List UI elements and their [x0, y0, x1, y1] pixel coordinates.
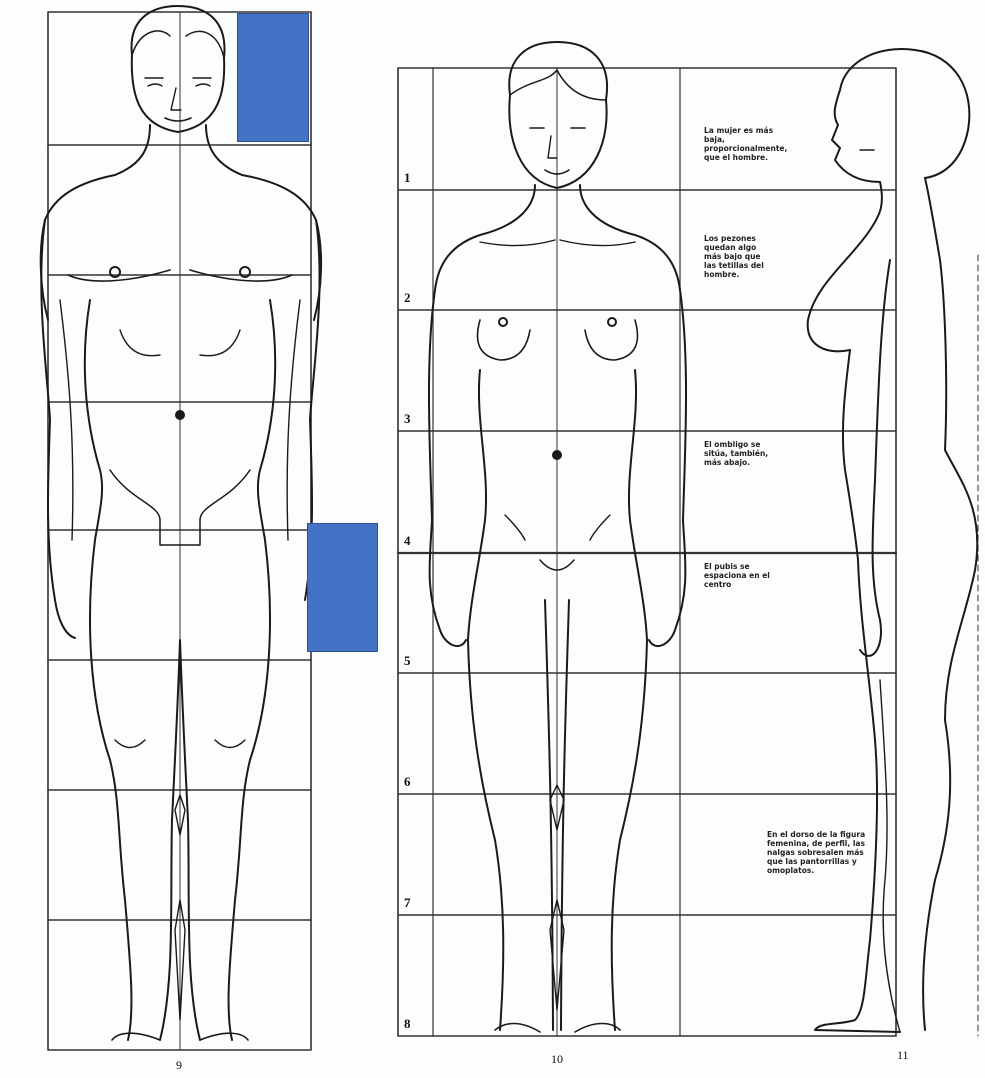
row-label: 2 [404, 290, 411, 306]
row-label: 8 [404, 1016, 411, 1032]
redaction-box-middle [307, 523, 378, 652]
female-grid [398, 68, 978, 1036]
redaction-box-top [237, 13, 309, 142]
figure-number-10: 10 [551, 1052, 563, 1067]
annotation-back: En el dorso de la figura femenina, de pe… [767, 830, 877, 875]
female-profile-figure [808, 49, 978, 1032]
row-label: 5 [404, 653, 411, 669]
figure-number-9: 9 [176, 1058, 182, 1073]
male-figure [41, 6, 321, 1040]
annotation-pubis: El pubis se espaciona en el centro [704, 562, 774, 589]
row-label: 1 [404, 170, 411, 186]
male-grid [48, 12, 311, 1050]
row-label: 3 [404, 411, 411, 427]
figure-number-11: 11 [897, 1048, 909, 1063]
annotation-height: La mujer es más baja, proporcionalmente,… [704, 126, 796, 162]
annotation-navel: El ombligo se sitúa, también, más abajo. [704, 440, 774, 467]
row-label: 7 [404, 895, 411, 911]
row-label: 6 [404, 774, 411, 790]
row-label: 4 [404, 533, 411, 549]
annotation-nipples: Los pezones quedan algo más bajo que las… [704, 234, 774, 279]
